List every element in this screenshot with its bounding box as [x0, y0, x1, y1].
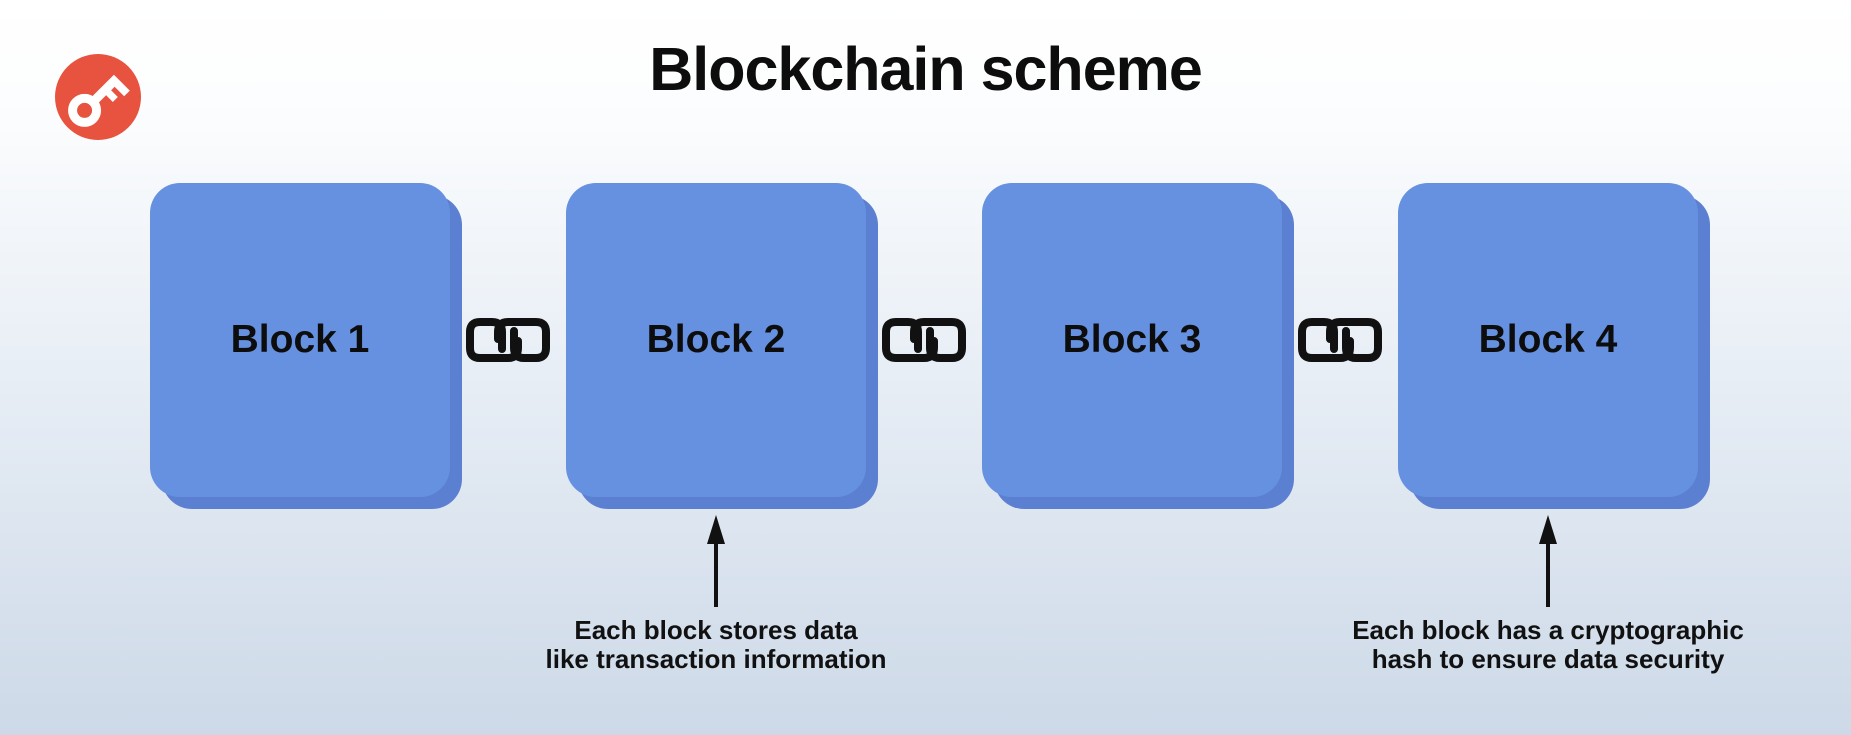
brand-logo: [55, 54, 141, 140]
annotation-block-2: Each block stores data like transaction …: [546, 616, 887, 674]
arrow-up-icon: [707, 515, 725, 607]
chain-link-icon: [466, 318, 550, 362]
block-2: Block 2: [566, 183, 866, 497]
annotation-line: Each block stores data: [574, 615, 858, 645]
key-icon: [55, 54, 141, 140]
block-4: Block 4: [1398, 183, 1698, 497]
arrow-up-icon: [1539, 515, 1557, 607]
annotation-line: hash to ensure data security: [1371, 644, 1725, 674]
chain-link-icon: [882, 318, 966, 362]
chain-link-icon: [1298, 318, 1382, 362]
block-4-label: Block 4: [1478, 318, 1618, 361]
annotation-block-4: Each block has a cryptographic hash to e…: [1352, 616, 1744, 674]
block-2-label: Block 2: [646, 318, 786, 361]
block-3: Block 3: [982, 183, 1282, 497]
block-1: Block 1: [150, 183, 450, 497]
diagram-title: Blockchain scheme: [649, 35, 1203, 103]
block-1-label: Block 1: [230, 318, 370, 361]
block-3-label: Block 3: [1062, 318, 1202, 361]
annotation-line: like transaction information: [545, 644, 887, 674]
annotation-line: Each block has a cryptographic: [1352, 615, 1744, 645]
